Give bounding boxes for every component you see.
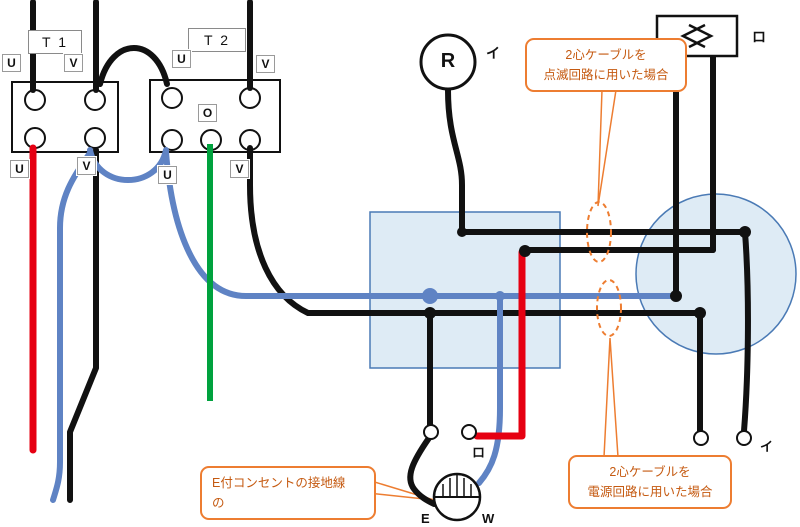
junction-dot-blue [495, 291, 505, 301]
junction-dot-blue [422, 288, 438, 304]
junction-dot [739, 226, 751, 238]
outlet-symbol [432, 472, 482, 522]
junction-dot [519, 245, 531, 257]
fan-blade-right-icon [688, 23, 714, 49]
wire-jumper-bottom [87, 147, 169, 183]
wire-t2v-to-box [247, 145, 433, 316]
t1-terminal-v-top [84, 89, 106, 111]
callout-blink: 2心ケーブルを 点滅回路に用いた場合 [525, 38, 687, 92]
wire-t1v-down [67, 147, 99, 503]
t1-u-bottom-label: U [10, 160, 29, 178]
red-wires [29, 144, 526, 454]
switch-ro-terminal-left [423, 424, 439, 440]
lamp-circuit-label: イ [486, 45, 500, 61]
callout-blink-tail [597, 89, 617, 207]
callout-blink-line1: 2心ケーブルを [565, 48, 647, 62]
callout-blink-line2: 点滅回路に用いた場合 [543, 68, 669, 82]
wire-blue-to-outlet [476, 293, 503, 486]
callout-power-tail [603, 337, 619, 458]
outlet-hatching [442, 475, 472, 497]
black-wires [30, 0, 751, 507]
t2-v-bottom-label: V [230, 160, 249, 178]
t2-terminal-u-bottom [161, 129, 183, 151]
switch-i-label: イ [760, 439, 774, 454]
callout-power-line1: 2心ケーブルを [609, 465, 691, 479]
fan-body [655, 14, 739, 58]
wire-lamp-lead [445, 87, 465, 235]
black-junction-dots [424, 226, 751, 319]
lamp-r-symbol [419, 33, 477, 91]
outlet-e-label: E [421, 511, 430, 526]
t1-terminal-u-bottom [24, 127, 46, 149]
switch-i-terminal-left [693, 430, 709, 446]
outlet-w-label: W [482, 511, 495, 526]
junction-dot [457, 227, 467, 237]
t2-u-top-label: U [172, 50, 191, 68]
lamp-r-label: R [440, 50, 456, 72]
t2-title: T 2 [188, 28, 246, 52]
callout-ground-line2: の [212, 496, 225, 510]
fan-circuit-label: ロ [752, 29, 766, 45]
switch-ro-label: ロ [472, 445, 486, 460]
callout-power-line2: 電源回路に用いた場合 [587, 485, 713, 499]
wire-switch-ro-to-outlet [407, 435, 437, 507]
wire-red-to-switch-ro [473, 248, 526, 440]
wire-blue-down-left [50, 150, 93, 503]
t1-v-top-label: V [64, 54, 83, 72]
t2-v-top-label: V [256, 55, 275, 73]
t1-terminal-v-bottom [84, 127, 106, 149]
switch-ro-terminal-right [461, 424, 477, 440]
callout-power: 2心ケーブルを 電源回路に用いた場合 [568, 455, 732, 509]
callout-tails [367, 89, 619, 501]
cable-marker-power [596, 279, 622, 337]
fan-symbol [655, 14, 739, 58]
blue-wires [50, 147, 679, 503]
switch-i-terminal-right [736, 430, 752, 446]
cable-markers [586, 201, 622, 337]
cable-marker-blink [586, 201, 612, 263]
wire-circle-to-switch-i-right [741, 229, 751, 434]
blue-junction-dots [422, 288, 505, 304]
switch-terminals [423, 424, 752, 446]
t2-u-bottom-label: U [158, 166, 177, 184]
junction-box-area [369, 211, 561, 369]
callout-ground: E付コンセントの接地線 の [200, 466, 376, 520]
junction-dot [424, 307, 436, 319]
t2-o-label: O [198, 104, 217, 122]
junction-dot [694, 307, 706, 319]
t1-title: T 1 [28, 30, 82, 54]
callout-ground-line1: E付コンセントの接地線 [212, 476, 346, 490]
transformer-t1-block [11, 81, 119, 153]
junction-dot [670, 290, 682, 302]
t1-v-bottom-label: V [77, 157, 96, 175]
t1-terminal-u-top [24, 89, 46, 111]
t2-terminal-u-top [161, 87, 183, 109]
t1-u-top-label: U [2, 54, 21, 72]
wire-jumper-top [97, 45, 170, 87]
